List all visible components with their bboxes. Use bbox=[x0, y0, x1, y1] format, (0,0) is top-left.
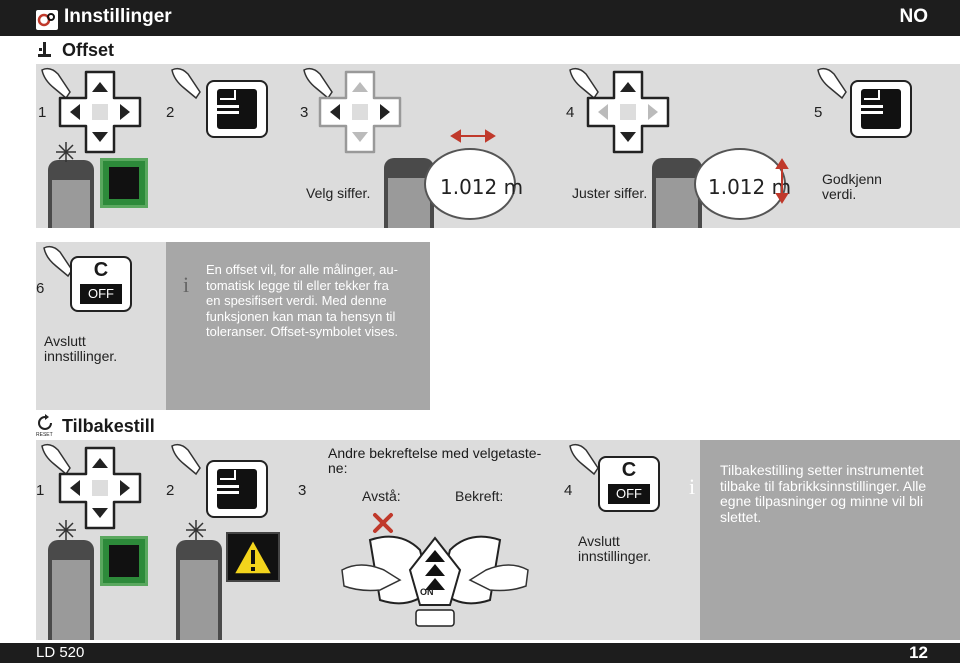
device-illustration bbox=[48, 160, 94, 228]
offset-heading: Offset bbox=[36, 38, 114, 62]
warning-screen bbox=[226, 532, 280, 582]
left-right-arrow-icon bbox=[450, 129, 496, 143]
info-icon: i bbox=[688, 474, 696, 499]
up-down-arrow-icon bbox=[775, 158, 789, 204]
finger-icon bbox=[41, 67, 71, 100]
finger-icon bbox=[817, 67, 847, 100]
laser-icon bbox=[186, 520, 206, 540]
reset-info-text: Tilbakestilling setter instrumentet tilb… bbox=[720, 462, 927, 525]
step-number: 2 bbox=[166, 104, 175, 121]
exit-caption-1: Avslutt bbox=[578, 533, 620, 549]
info-icon: i bbox=[182, 272, 190, 297]
selection-keys-illustration bbox=[341, 535, 529, 627]
device-illustration bbox=[384, 158, 434, 228]
warning-icon bbox=[232, 538, 274, 575]
page-number: 12 bbox=[909, 643, 928, 662]
step-number: 6 bbox=[36, 280, 45, 297]
step-number: 4 bbox=[564, 482, 573, 499]
off-label: OFF bbox=[608, 484, 650, 504]
language-code: NO bbox=[899, 6, 929, 27]
settings-icon bbox=[36, 10, 58, 30]
offset-info-text: En offset vil, for alle målinger, au- to… bbox=[206, 262, 398, 339]
zoom-bubble bbox=[694, 148, 786, 220]
second-confirm-text: Andre bekreftelse med velgetaste- ne: bbox=[328, 445, 542, 476]
model-name: LD 520 bbox=[36, 644, 85, 661]
step-number: 2 bbox=[166, 482, 175, 499]
off-label: OFF bbox=[80, 284, 122, 304]
reset-icon-label: RESET bbox=[36, 432, 53, 438]
enter-key-icon bbox=[206, 460, 268, 518]
confirm-caption-1: Godkjenn bbox=[822, 171, 882, 187]
reset-title: Tilbakestill bbox=[62, 415, 155, 436]
finger-icon bbox=[569, 67, 599, 100]
finger-icon bbox=[569, 443, 599, 476]
laser-icon bbox=[56, 142, 76, 162]
reset-icon: RESET bbox=[36, 414, 53, 438]
c-label: C bbox=[93, 259, 109, 281]
exit-caption-1: Avslutt bbox=[44, 333, 86, 349]
reset-heading: RESET Tilbakestill bbox=[36, 414, 155, 438]
select-digit-caption: Velg siffer. bbox=[306, 185, 371, 201]
device-illustration bbox=[652, 158, 702, 228]
confirm-label: Bekreft: bbox=[455, 488, 504, 504]
finger-icon bbox=[41, 443, 71, 476]
step-number: 1 bbox=[36, 482, 45, 499]
offset-screen-icon bbox=[100, 158, 148, 208]
navigation-keypad-icon bbox=[58, 70, 142, 154]
offset-info-panel bbox=[166, 242, 430, 410]
footer-bar: LD 520 12 bbox=[0, 643, 960, 663]
step-number: 3 bbox=[298, 482, 307, 499]
on-label: ON bbox=[420, 587, 434, 597]
confirm-caption-2: verdi. bbox=[822, 186, 857, 202]
navigation-keypad-icon bbox=[586, 70, 670, 154]
finger-icon bbox=[303, 67, 333, 100]
step-number: 3 bbox=[300, 104, 309, 121]
exit-caption-2: innstillinger. bbox=[578, 548, 652, 564]
navigation-keypad-icon bbox=[318, 70, 402, 154]
clear-off-button-icon: C OFF bbox=[70, 256, 132, 312]
finger-icon bbox=[171, 443, 201, 476]
enter-key-icon bbox=[850, 80, 912, 138]
adjust-digit-caption: Juster siffer. bbox=[572, 185, 648, 201]
reset-info-panel bbox=[700, 440, 960, 640]
navigation-keypad-icon bbox=[58, 446, 142, 530]
laser-icon bbox=[56, 520, 76, 540]
zoom-bubble bbox=[424, 148, 516, 220]
step-number: 5 bbox=[814, 104, 823, 121]
enter-key-icon bbox=[206, 80, 268, 138]
cancel-x-icon bbox=[373, 513, 393, 533]
offset-title: Offset bbox=[62, 39, 115, 60]
measure-value: 1.012 m bbox=[440, 175, 524, 199]
c-label: C bbox=[621, 459, 637, 481]
device-illustration bbox=[48, 540, 94, 640]
step-number: 4 bbox=[566, 104, 575, 121]
exit-caption-2: innstillinger. bbox=[44, 348, 118, 364]
finger-icon bbox=[171, 67, 201, 100]
step-number: 1 bbox=[38, 104, 47, 121]
reset-screen-icon bbox=[100, 536, 148, 586]
device-illustration bbox=[176, 540, 222, 640]
offset-icon bbox=[38, 42, 51, 57]
cancel-label: Avstå: bbox=[362, 488, 401, 504]
page-title: Innstillinger bbox=[64, 6, 172, 27]
title-bar: Innstillinger NO bbox=[0, 0, 960, 36]
clear-off-button-icon: C OFF bbox=[598, 456, 660, 512]
